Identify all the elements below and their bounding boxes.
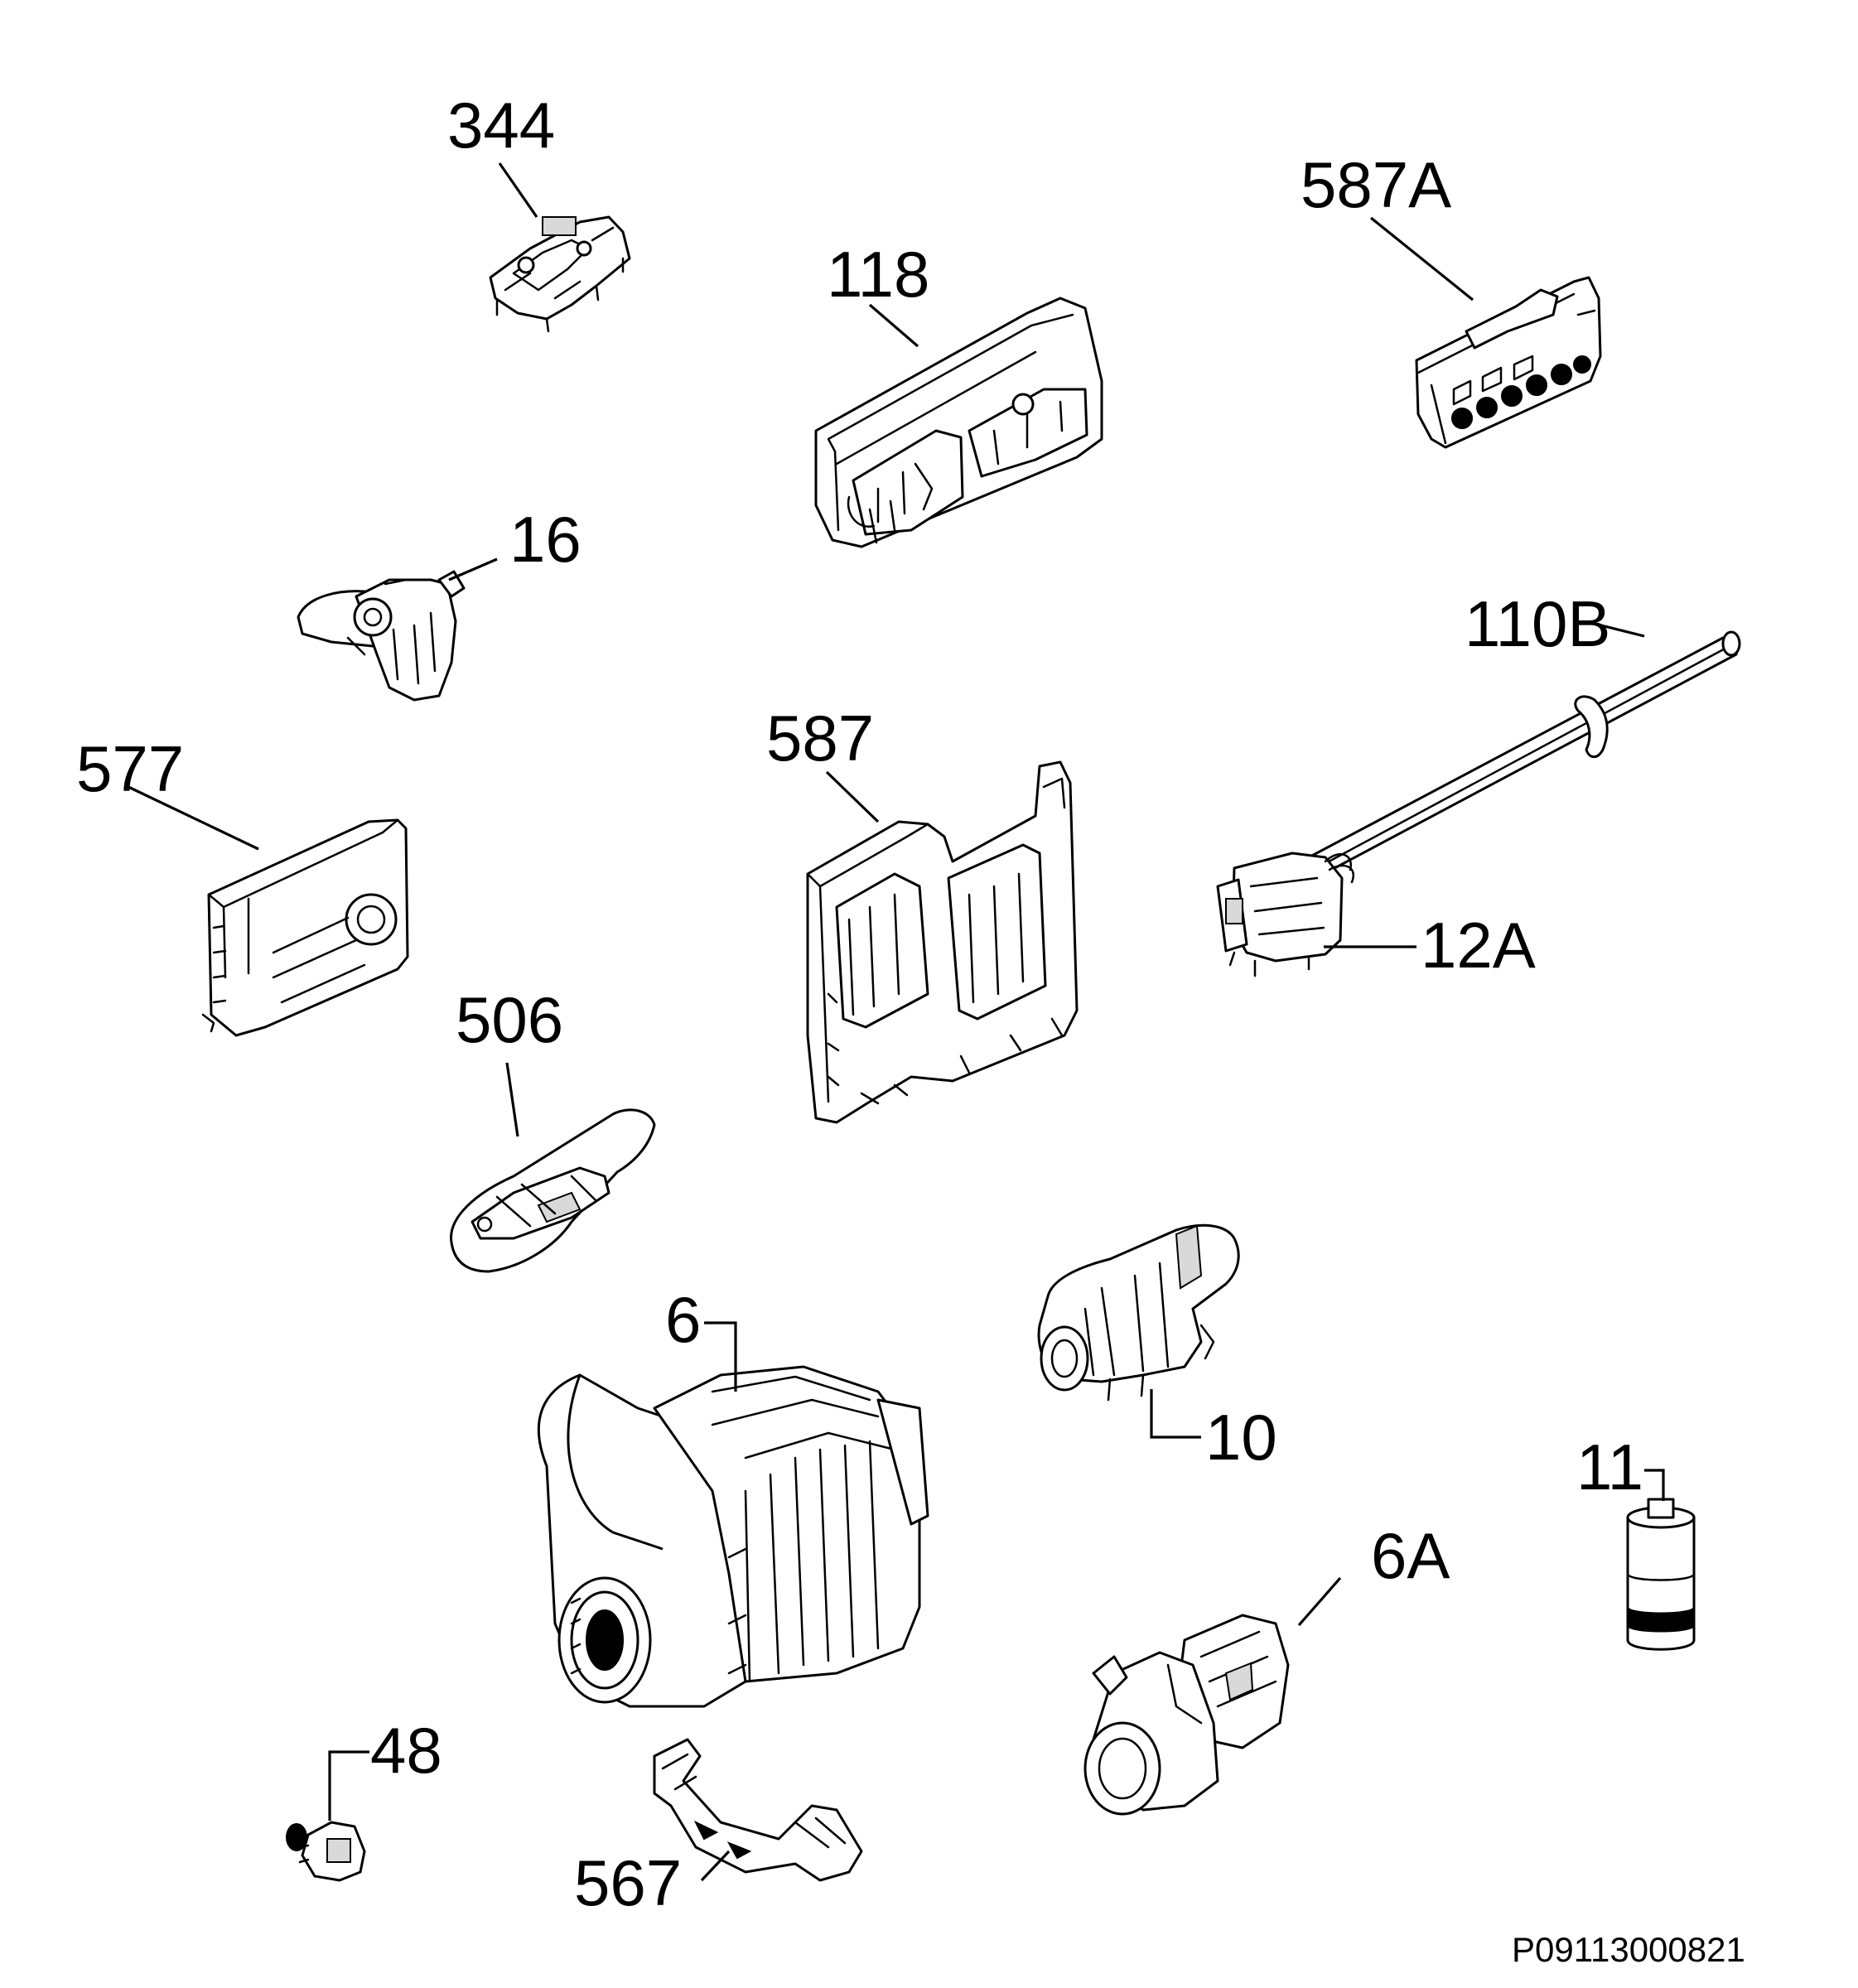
label-6: 6 — [665, 1283, 701, 1356]
part-11 — [1626, 1498, 1696, 1651]
part-16 — [297, 570, 466, 702]
part-344 — [489, 215, 631, 333]
label-344: 344 — [447, 89, 555, 162]
leader-110B — [1594, 622, 1645, 638]
leader-506 — [505, 1062, 519, 1137]
label-506: 506 — [456, 983, 563, 1056]
label-118: 118 — [827, 238, 929, 311]
part-587 — [806, 760, 1079, 1124]
part-587A — [1415, 276, 1602, 449]
leader-577 — [128, 785, 259, 851]
label-11: 11 — [1576, 1431, 1643, 1503]
leader-118 — [868, 303, 919, 348]
part-6 — [537, 1365, 929, 1708]
display-buttons — [1451, 355, 1591, 429]
leader-587A — [1369, 216, 1474, 302]
label-48: 48 — [370, 1714, 442, 1787]
drawing-reference: P09113000821 — [1512, 1930, 1745, 1969]
label-6A: 6A — [1371, 1519, 1450, 1592]
part-110B-hose — [1307, 630, 1741, 876]
leader-6A — [1297, 1576, 1342, 1627]
leader-16 — [448, 557, 498, 581]
leader-11 — [1644, 1469, 1665, 1501]
label-110B: 110B — [1465, 587, 1610, 660]
label-567: 567 — [574, 1846, 682, 1919]
part-10 — [1037, 1223, 1240, 1402]
label-12A: 12A — [1421, 909, 1536, 982]
label-587A: 587A — [1301, 148, 1451, 221]
leader-567 — [700, 1850, 731, 1882]
leader-587 — [825, 770, 880, 823]
leader-48 — [328, 1750, 369, 1821]
label-577: 577 — [76, 732, 184, 805]
part-12A — [1216, 852, 1354, 977]
label-587: 587 — [766, 702, 874, 774]
leader-6 — [704, 1321, 737, 1392]
label-16: 16 — [509, 503, 582, 576]
part-577 — [201, 818, 409, 1037]
leader-344 — [498, 162, 538, 218]
part-6A — [1083, 1614, 1290, 1816]
leader-10 — [1150, 1389, 1201, 1439]
part-118 — [814, 297, 1103, 548]
label-10: 10 — [1205, 1401, 1277, 1474]
part-506 — [450, 1108, 656, 1273]
part-567 — [653, 1738, 863, 1882]
part-48 — [286, 1821, 366, 1882]
